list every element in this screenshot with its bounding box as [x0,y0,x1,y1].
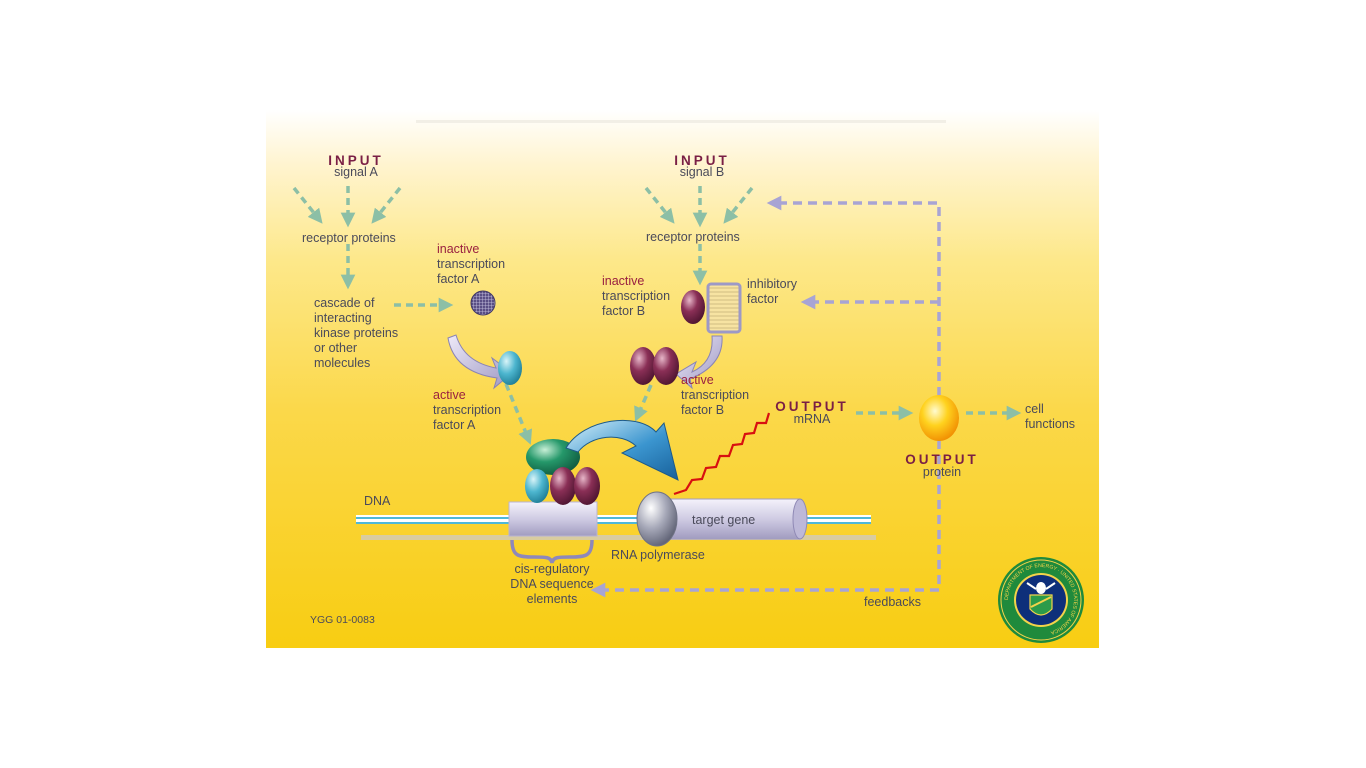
inactive-b-state: inactive [602,274,645,288]
inactive-b-line1: transcription [602,289,671,303]
active-b-state: active [681,373,714,387]
inactive-a-line2: factor A [437,272,480,286]
inhibitory-factor-shape [706,282,742,334]
active-b-label: active transcription factor B [681,373,749,418]
inactive-b-line2: factor B [602,304,646,318]
output-mrna-sub: mRNA [793,412,831,426]
cascade-line-2: interacting [314,311,372,325]
output-mrna-label: OUTPUT mRNA [760,399,864,427]
signal-b-arrows [504,186,754,445]
cell-functions-line1: cell [1025,402,1044,416]
active-a-label: active transcription factor A [433,388,501,433]
activation-big-arrow [565,419,679,481]
signal-a-arrows [292,186,454,313]
bound-factor-b-right-shape [574,467,600,505]
inhibitory-label: inhibitory factor [747,277,797,307]
active-a-line1: transcription [433,403,502,417]
active-a-line2: factor A [433,418,476,432]
receptor-b-label: receptor proteins [646,230,740,244]
active-factor-b-left-shape [630,347,656,385]
cis-bracket [510,539,594,564]
cis-line1: cis-regulatory [514,562,590,576]
active-factor-b-right-shape [653,347,679,385]
receptor-a-label: receptor proteins [302,231,396,245]
output-protein-shape [919,395,959,441]
cis-line2: DNA sequence [510,577,594,591]
feedback-arrows [590,195,941,598]
dna-strand [356,515,871,524]
cell-functions-label: cell functions [1025,402,1075,432]
inactive-b-label: inactive transcription factor B [602,274,670,319]
active-a-state: active [433,388,466,402]
input-b-sub: signal B [679,165,725,179]
output-protein-sub: protein [922,465,962,479]
pathway-graphics [292,120,1022,598]
cascade-label: cascade of interacting kinase proteins o… [314,296,398,371]
input-b-title: INPUT [674,153,730,168]
mrna-strand [673,412,771,496]
activation-arrow-a [447,334,513,390]
feedbacks-label: feedbacks [864,595,921,609]
cascade-line-3: kinase proteins [314,326,399,340]
cascade-line-5: molecules [314,356,371,370]
rna-polymerase-shape [636,491,678,547]
target-gene-label: target gene [692,513,756,527]
dna-label: DNA [364,494,391,508]
inhibitory-line1: inhibitory [747,277,798,291]
cis-label: cis-regulatory DNA sequence elements [492,562,612,607]
cell-functions-line2: functions [1025,417,1076,431]
target-gene-cylinder [655,498,801,540]
active-b-line2: factor B [681,403,725,417]
inactive-a-state: inactive [437,242,480,256]
output-protein-title: OUTPUT [905,452,979,467]
input-a-label: INPUT signal A [296,153,416,180]
diagram-panel: INPUT signal A INPUT signal B receptor p… [266,110,1099,648]
top-band [416,120,946,123]
active-b-line1: transcription [681,388,750,402]
cis-line3: elements [526,592,578,606]
figure-code: YGG 01-0083 [310,614,375,626]
cascade-line-4: or other [314,341,358,355]
output-mrna-title: OUTPUT [775,399,849,414]
cascade-line-1: cascade of [314,296,375,310]
input-a-sub: signal A [334,165,378,179]
bound-factor-a-shape [525,469,549,503]
inactive-a-label: inactive transcription factor A [437,242,505,287]
doe-seal-logo: DEPARTMENT OF ENERGY · UNITED STATES OF … [998,557,1084,643]
input-b-label: INPUT signal B [642,153,762,180]
rna-polymerase-label: RNA polymerase [611,548,705,562]
target-gene-cap [792,498,808,540]
cis-regulatory-element [508,501,598,537]
active-factor-a-shape [498,351,522,385]
dna-shadow [361,535,876,540]
output-protein-label: OUTPUT protein [890,452,994,480]
inhibitory-line2: factor [747,292,779,306]
input-a-title: INPUT [328,153,384,168]
inactive-a-line1: transcription [437,257,506,271]
activation-arrow-b [675,335,723,390]
bound-factor-b-left-shape [550,467,576,505]
inactive-factor-b-shape [681,290,705,324]
inactive-factor-a-shape [470,290,496,316]
